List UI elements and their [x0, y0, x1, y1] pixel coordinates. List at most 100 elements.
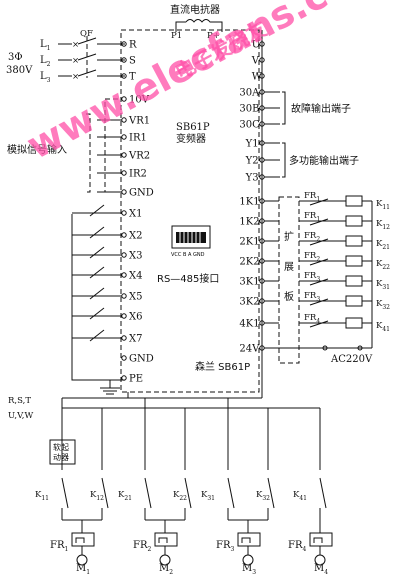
- dc-reactor-symbol: [175, 19, 223, 32]
- left-terminal-s: [121, 57, 127, 63]
- left-terminal-label: IR2: [129, 169, 147, 180]
- k-coil: [345, 255, 363, 267]
- k-contact: [227, 477, 235, 509]
- left-terminal-10v: [121, 96, 127, 102]
- k-coil-label: K32: [376, 299, 390, 311]
- breaker-contact: ×: [72, 72, 79, 82]
- right-terminal-label: 1K2: [239, 217, 259, 228]
- multi-output-label: 多功能输出端子: [289, 154, 359, 167]
- fr-contact-label: FR1: [304, 191, 320, 203]
- pe-ground: [100, 380, 120, 395]
- k-contact-label: K31: [201, 490, 215, 502]
- motor-symbol: [76, 554, 88, 566]
- left-terminal-label: IR1: [129, 133, 147, 144]
- right-terminal-label: Y3: [245, 173, 259, 184]
- right-terminal-label: Y2: [245, 156, 259, 167]
- supply-line-3: L3: [40, 71, 51, 84]
- digital-switch: [89, 287, 105, 300]
- rs485-pin-gaps: [179, 232, 201, 243]
- pplus-label: P+: [207, 31, 220, 41]
- left-terminal-label: X1: [129, 209, 142, 220]
- inverter-label: 变频器: [176, 132, 206, 145]
- left-terminal-label: R: [129, 40, 137, 51]
- left-terminal-vr2: [121, 152, 127, 158]
- k-coil: [345, 295, 363, 307]
- analog-input-label: 模拟信号输入: [7, 143, 67, 156]
- k-contact-label: K32: [256, 490, 270, 502]
- right-terminal-label: 30B: [239, 104, 259, 115]
- k-contact: [101, 477, 109, 509]
- k-contact-label: K41: [293, 490, 307, 502]
- left-terminal-label: GND: [129, 188, 154, 199]
- analog-loop: [104, 98, 118, 193]
- fault-output-label: 故障输出端子: [291, 102, 351, 115]
- fr-contact-label: FR2: [304, 231, 320, 243]
- k-contact-label: K22: [173, 490, 187, 502]
- right-terminal-label: 2K2: [239, 257, 259, 268]
- soft-starter-line2: 动器: [53, 452, 69, 462]
- fr-contact: [309, 238, 329, 246]
- right-terminal-label: V: [251, 56, 260, 67]
- left-terminal-x2: [121, 232, 127, 238]
- left-terminal-ir2: [121, 170, 127, 176]
- dc-reactor-label: 直流电抗器: [170, 3, 220, 16]
- fr-contact-label: FR1: [304, 211, 320, 223]
- p1-label: P1: [171, 31, 182, 41]
- inverter-box: [120, 29, 260, 393]
- thermal-relay-box: [71, 532, 95, 547]
- soft-starter-line1: 软起: [53, 442, 69, 452]
- left-terminal-label: X3: [129, 251, 142, 262]
- k-coil: [345, 195, 363, 207]
- right-terminal-label: 3K1: [239, 277, 259, 288]
- k-contact: [267, 477, 275, 509]
- k-coil-label: K41: [376, 321, 390, 333]
- left-terminal-gnd: [121, 355, 127, 361]
- left-terminal-t: [121, 73, 127, 79]
- fr-contact: [309, 218, 329, 226]
- k-contact-label: K12: [90, 490, 104, 502]
- qf-label: QF: [80, 29, 93, 39]
- left-terminal-label: GND: [129, 354, 154, 365]
- motor-symbol: [159, 554, 171, 566]
- fr-bottom-label: FR1: [50, 540, 68, 553]
- ac-terminal-a: [322, 345, 328, 351]
- left-terminal-label: PE: [129, 374, 143, 385]
- motor-label: M4: [314, 563, 328, 574]
- inverter-model: SB61P: [176, 122, 210, 133]
- supply-line-2: L2: [40, 55, 51, 68]
- expansion-label-3: 板: [284, 290, 294, 303]
- left-terminal-label: X7: [129, 334, 142, 345]
- right-terminal-label: 30A: [239, 88, 260, 99]
- k-coil: [345, 317, 363, 329]
- ac-terminal-b: [357, 345, 363, 351]
- digital-common-rail: [71, 214, 125, 381]
- rs485-label: RS—485接口: [157, 272, 219, 285]
- right-terminal-label: 30C: [239, 120, 260, 131]
- right-terminal-label: 3K2: [239, 297, 259, 308]
- fr-contact: [309, 278, 329, 286]
- fr-bottom-label: FR2: [133, 540, 151, 553]
- right-terminal-label: W: [252, 72, 263, 83]
- k-coil-label: K22: [376, 259, 390, 271]
- watermark: www.elecfans.com: [20, 0, 393, 168]
- motor-label: M2: [159, 563, 173, 574]
- k-coil-label: K21: [376, 239, 390, 251]
- brand-label: 森兰 SB61P: [195, 360, 250, 373]
- k-contact: [319, 477, 327, 509]
- right-terminal-label: 24V: [239, 344, 260, 355]
- soft-starter: [49, 439, 76, 465]
- ac220-label: AC220V: [330, 354, 373, 365]
- right-terminal-label: Y1: [245, 139, 259, 150]
- thermal-element: [75, 537, 85, 543]
- left-terminal-gnd: [121, 189, 127, 195]
- left-terminal-x6: [121, 313, 127, 319]
- fr-contact: [309, 258, 329, 266]
- rs485-pin-names: VCC B A GND: [171, 252, 205, 258]
- left-terminal-label: X4: [129, 271, 142, 282]
- left-terminal-label: X5: [129, 292, 142, 303]
- left-terminal-label: 10V: [129, 95, 150, 106]
- k-contact: [184, 477, 192, 509]
- k-contact-label: K21: [118, 490, 132, 502]
- motor-symbol: [242, 554, 254, 566]
- bus-uvw-label: U,V,W: [8, 411, 33, 421]
